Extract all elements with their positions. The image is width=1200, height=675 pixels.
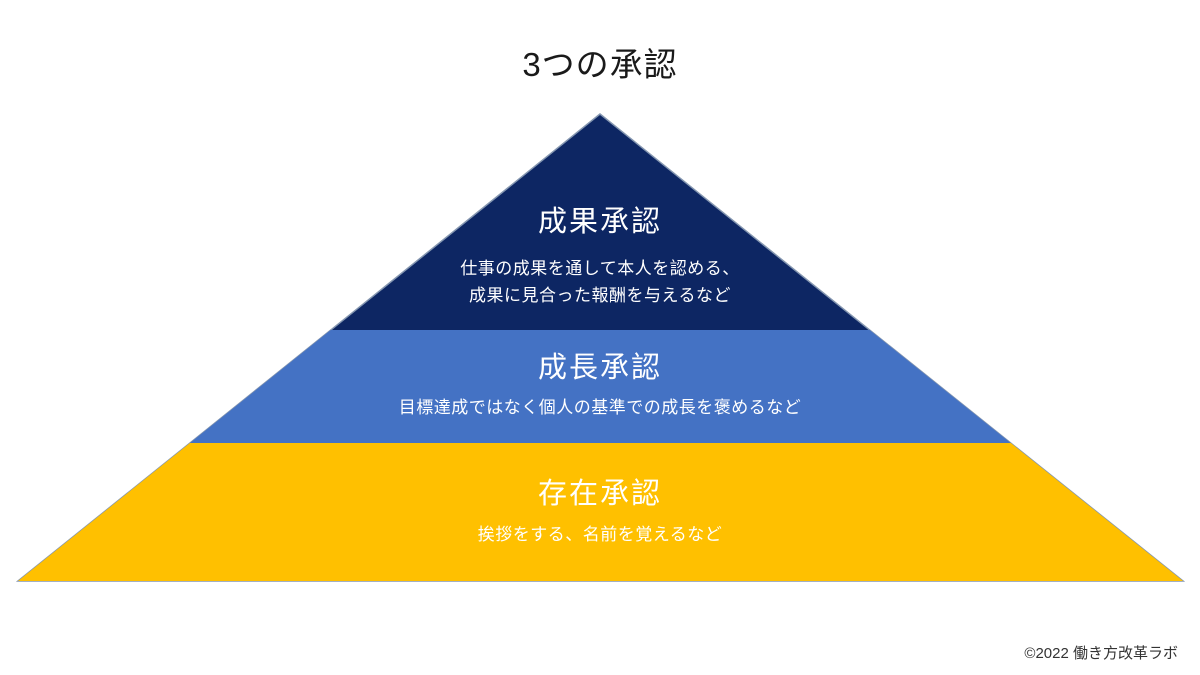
- layer-bottom-heading: 存在承認: [537, 478, 662, 510]
- layer-middle-heading: 成長承認: [537, 352, 662, 384]
- layer-middle-description: 目標達成ではなく個人の基準での成長を褒めるなど: [398, 398, 802, 417]
- copyright-text: ©2022 働き方改革ラボ: [1024, 645, 1178, 662]
- layer-bottom-description: 挨拶をする、名前を覚えるなど: [477, 525, 723, 544]
- pyramid-layer-middle-shape: [190, 330, 1011, 443]
- layer-top-description-line-1: 仕事の成果を通して本人を認める、: [460, 259, 740, 278]
- layer-top-heading: 成果承認: [537, 206, 662, 238]
- page-title: 3つの承認: [522, 46, 678, 83]
- pyramid-layer-bottom-shape: [18, 443, 1183, 581]
- layer-top-description: 仕事の成果を通して本人を認める、 成果に見合った報酬を与えるなど: [0, 255, 1200, 309]
- layer-top-description-line-2: 成果に見合った報酬を与えるなど: [469, 286, 731, 305]
